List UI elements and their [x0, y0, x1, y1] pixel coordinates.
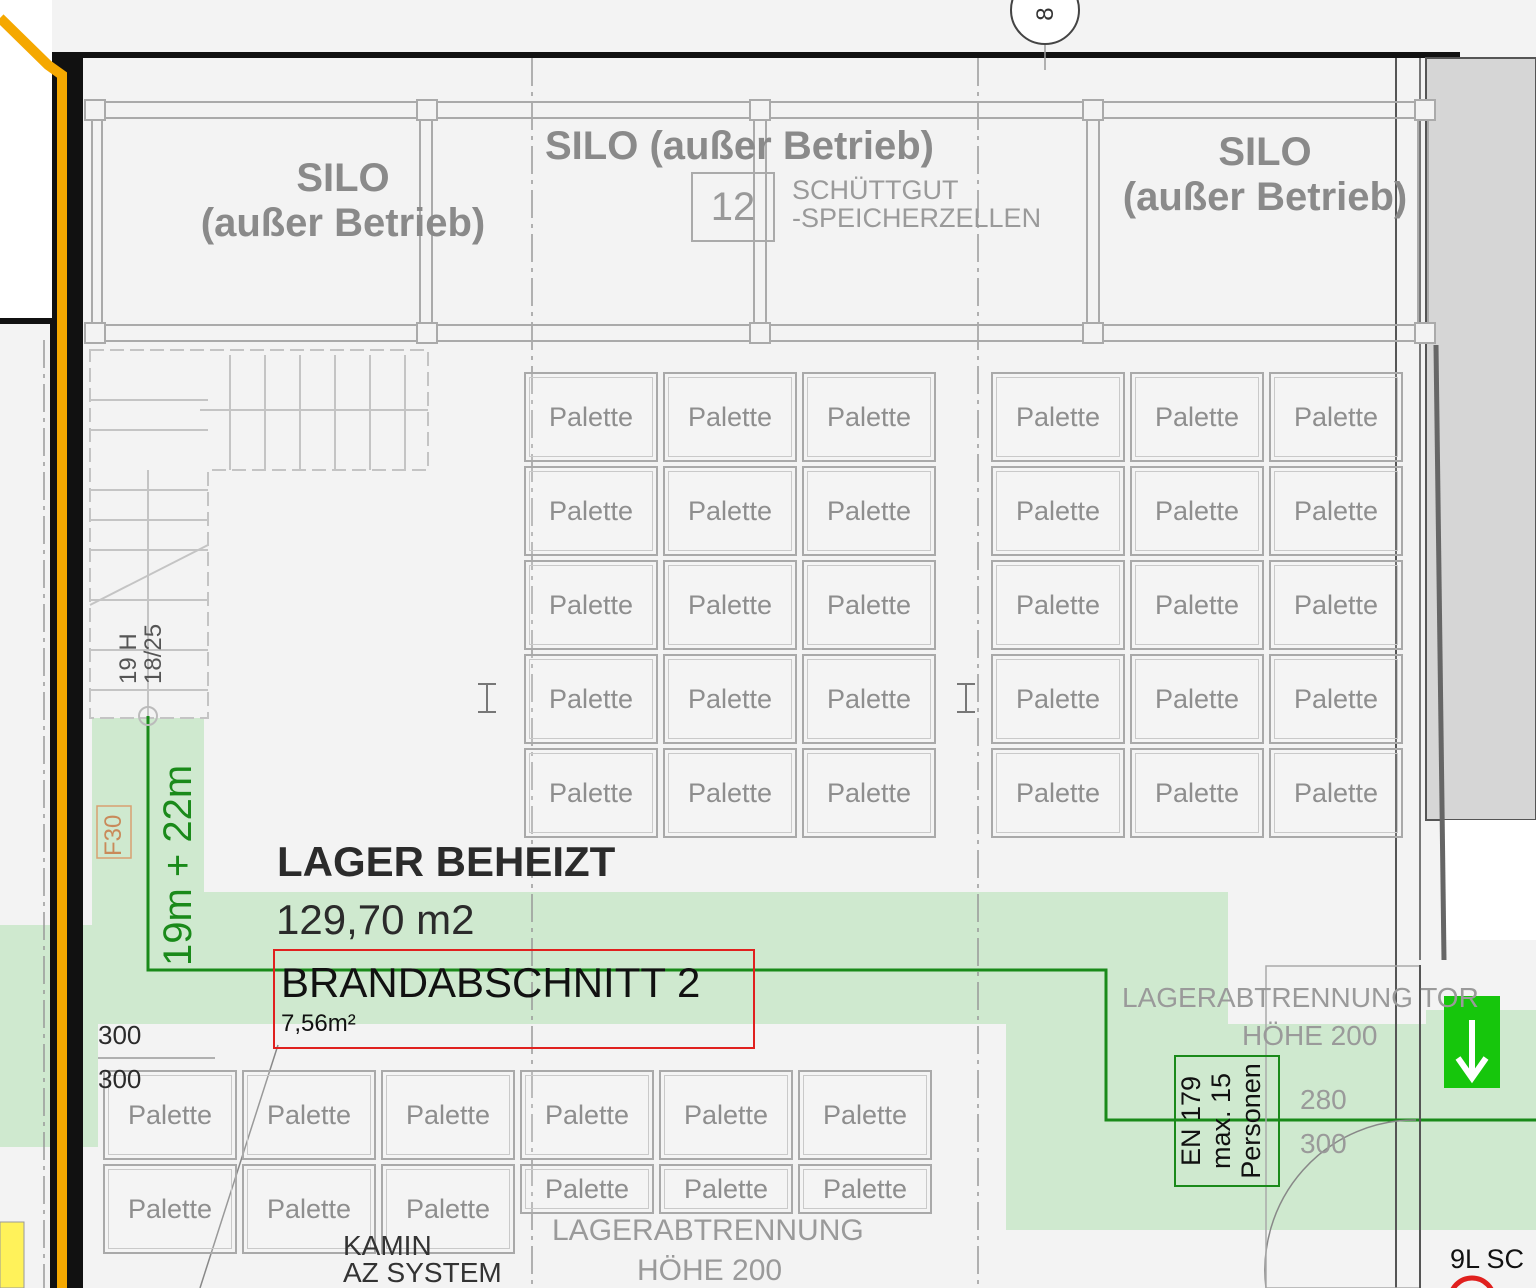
marker-box [0, 1221, 25, 1288]
fire-rating-box [96, 805, 132, 859]
pallet-cell: Palette [991, 654, 1125, 744]
room-name: LAGER BEHEIZT [277, 838, 616, 885]
fire-wall-line [0, 14, 67, 1288]
pallet-cell: Palette [802, 560, 936, 650]
axis-marker [1010, 0, 1080, 45]
partition-label: LAGERABTRENNUNG [552, 1214, 864, 1247]
escape-route-line [146, 716, 1536, 1122]
pallet-cell: Palette [991, 748, 1125, 838]
pallet-cell: Palette [1269, 654, 1403, 744]
silo-count-box: 12 [691, 172, 775, 242]
pallet-cell: Palette [991, 560, 1125, 650]
pallet-cell: Palette [242, 1070, 376, 1160]
pallet-cell: Palette [1269, 560, 1403, 650]
pallet-cell: Palette [1130, 748, 1264, 838]
dimension-1: 300 [98, 1020, 142, 1050]
pallet-cell: Palette [802, 748, 936, 838]
fire-section-label: BRANDABSCHNITT 2 [281, 959, 701, 1006]
gate-label: LAGERABTRENNUNG TOR [1122, 982, 1479, 1013]
extinguisher-icon [1450, 1275, 1494, 1288]
partition-height: HÖHE 200 [637, 1254, 783, 1287]
pallet-cell: Palette [663, 560, 797, 650]
silo-right-label: SILO(außer Betrieb) [1122, 130, 1408, 219]
pallet-cell: Palette [798, 1164, 932, 1214]
escape-distance-label: 19m + 22m [156, 764, 200, 966]
pallet-cell: Palette [1269, 372, 1403, 462]
pallet-cell: Palette [802, 372, 936, 462]
pallet-cell: Palette [659, 1164, 793, 1214]
pallet-cell: Palette [659, 1070, 793, 1160]
pallet-cell: Palette [663, 466, 797, 556]
extinguisher-label: 9L SC [1450, 1244, 1525, 1274]
pallet-cell: Palette [991, 466, 1125, 556]
pallet-cell: Palette [1130, 372, 1264, 462]
dimension-4: 300 [1300, 1128, 1347, 1159]
door-swing [1264, 965, 1421, 1288]
dimension-3: 280 [1300, 1084, 1347, 1115]
room-area: 129,70 m2 [276, 896, 475, 943]
pallet-cell: Palette [103, 1070, 237, 1160]
exit-sign-icon [1444, 996, 1500, 1088]
pallet-cell: Palette [802, 654, 936, 744]
pallet-cell: Palette [520, 1164, 654, 1214]
pallet-cell: Palette [524, 654, 658, 744]
pallet-cell: Palette [1269, 466, 1403, 556]
silo-middle-desc: SCHÜTTGUT-SPEICHERZELLEN [792, 175, 1042, 234]
fire-section-area: 7,56m² [281, 1010, 356, 1037]
silo-middle-label: SILO (außer Betrieb) [545, 124, 934, 168]
door-rating-box [1174, 1055, 1280, 1187]
pallet-cell: Palette [381, 1070, 515, 1160]
pallet-cell: Palette [991, 372, 1125, 462]
pallet-cell: Palette [103, 1164, 237, 1254]
pallet-cell: Palette [663, 748, 797, 838]
pallet-cell: Palette [802, 466, 936, 556]
pallet-cell: Palette [524, 372, 658, 462]
gate-height: HÖHE 200 [1242, 1020, 1378, 1051]
pallet-cell: Palette [524, 560, 658, 650]
pallet-cell: Palette [663, 654, 797, 744]
pallet-cell: Palette [520, 1070, 654, 1160]
silo-left-label: SILO(außer Betrieb) [200, 156, 486, 245]
fire-rating-label: F30 [100, 814, 127, 856]
pallet-cell: Palette [663, 372, 797, 462]
pallet-cell: Palette [242, 1164, 376, 1254]
pallet-cell: Palette [798, 1070, 932, 1160]
pallet-cell: Palette [1130, 466, 1264, 556]
stair [89, 349, 429, 719]
pallet-cell: Palette [1130, 560, 1264, 650]
fire-section-box [273, 949, 755, 1049]
pallet-cell: Palette [381, 1164, 515, 1254]
axis-label: 8 [1032, 7, 1059, 21]
pallet-cell: Palette [524, 466, 658, 556]
pallet-cell: Palette [524, 748, 658, 838]
chimney-line [199, 1044, 279, 1288]
pallet-cell: Palette [1130, 654, 1264, 744]
pallet-cell: Palette [1269, 748, 1403, 838]
dimension-2: 300 [98, 1064, 142, 1094]
